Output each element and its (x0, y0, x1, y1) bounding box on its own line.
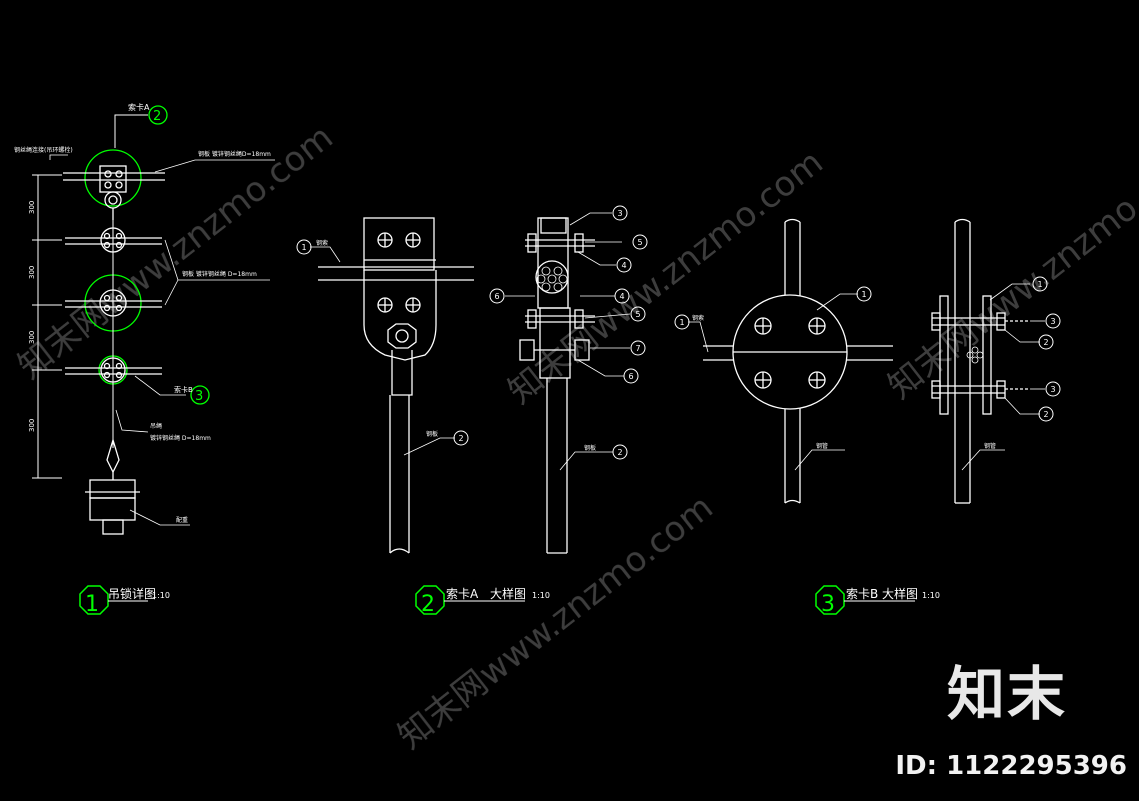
detail-3-title-text: 索卡B (846, 587, 878, 601)
watermark-text: 知末网www.znzmo.com (881, 137, 1139, 407)
detail-1-suspension (32, 105, 275, 535)
detail-2-title: 2 索卡A 大样图 1:10 (415, 585, 550, 617)
d3-front-rod-label: 钢管 (816, 442, 828, 450)
detail-2-title-text2: 大样图 (490, 586, 526, 601)
d3-callout-1: 1 (861, 290, 866, 299)
callout-4b: 4 (619, 292, 624, 301)
note-cable-a: 吊绳 (150, 422, 162, 430)
detail-1-text: 索卡A 2 索卡B 3 钢丝绳连接(吊环螺栓) 钢板 镀锌钢丝绳D=18mm 钢… (14, 102, 271, 524)
detail-1-title: 1 吊锁详图 1:10 (79, 585, 170, 617)
detail-2-number: 2 (421, 592, 435, 617)
callout-6: 6 (494, 292, 499, 301)
detail-3-text: 1 1 1 3 2 3 2 钢索 钢管 钢管 (679, 280, 1055, 450)
d3-side-rod-label: 钢管 (984, 442, 996, 450)
note-mid: 钢板 镀锌钢丝绳 D=18mm (182, 270, 257, 278)
detail-1-number: 1 (85, 592, 99, 617)
detail-3-number: 3 (821, 592, 835, 617)
front-rod-label: 钢板 (426, 430, 438, 438)
d3-side-callout-2b: 2 (1043, 410, 1048, 419)
dim-300-3: 300 (28, 331, 36, 344)
dim-300-4: 300 (28, 419, 36, 432)
note-right-top: 钢板 镀锌钢丝绳D=18mm (198, 150, 271, 158)
callout-7: 7 (635, 344, 640, 353)
detail-1-title-text: 吊锁详图 (108, 586, 156, 601)
d3-side-callout-2: 2 (1043, 338, 1048, 347)
watermark-text: 知末网www.znzmo.com (391, 487, 721, 757)
callout-2b: 2 (617, 448, 622, 457)
callout-5b: 5 (635, 310, 640, 319)
ref-b-number: 3 (195, 389, 203, 404)
ref-b-label: 索卡B (174, 385, 193, 394)
note-cable-b: 镀锌钢丝绳 D=18mm (150, 434, 211, 442)
callout-4: 4 (621, 261, 626, 270)
callout-6b: 6 (628, 372, 633, 381)
front-label: 钢索 (316, 239, 328, 247)
detail-3-scale: 1:10 (922, 591, 940, 600)
d3-side-callout-3: 3 (1050, 317, 1055, 326)
detail-2-title-text: 索卡A (446, 587, 479, 601)
callout-3: 3 (617, 209, 622, 218)
watermark-brand: 知末 (946, 660, 1067, 728)
detail-2-scale: 1:10 (532, 591, 550, 600)
watermark-id: ID: 1122295396 (895, 751, 1127, 781)
dim-300-1: 300 (28, 201, 36, 214)
callout-1: 1 (301, 243, 306, 252)
ref-a-label: 索卡A (128, 102, 150, 112)
detail-3-callouts (674, 276, 1061, 422)
d3-front-label: 钢索 (692, 314, 704, 322)
side-rod-label: 钢板 (584, 444, 596, 452)
dim-300-2: 300 (28, 266, 36, 279)
d3-side-callout-3b: 3 (1050, 385, 1055, 394)
d3-side-callout-1: 1 (1037, 280, 1042, 289)
note-weight: 配重 (176, 516, 188, 524)
watermark-text: 知末网www.znzmo.com (11, 117, 341, 387)
detail-2-text: 1 2 3 5 4 6 4 5 7 6 2 钢索 钢板 钢板 (301, 209, 642, 457)
detail-3-title-text2: 大样图 (882, 586, 918, 601)
detail-2-clamp-a (310, 212, 631, 554)
detail-3-title: 3 索卡B 大样图 1:10 (815, 585, 940, 617)
detail-1-scale: 1:10 (152, 591, 170, 600)
callout-5: 5 (637, 238, 642, 247)
ref-a-number: 2 (153, 109, 161, 124)
detail-2-callouts (296, 205, 648, 460)
d3-callout-front-1: 1 (679, 318, 684, 327)
note-left: 钢丝绳连接(吊环螺栓) (14, 146, 73, 154)
callout-2: 2 (458, 434, 463, 443)
detail-3-clamp-b (688, 218, 1045, 504)
